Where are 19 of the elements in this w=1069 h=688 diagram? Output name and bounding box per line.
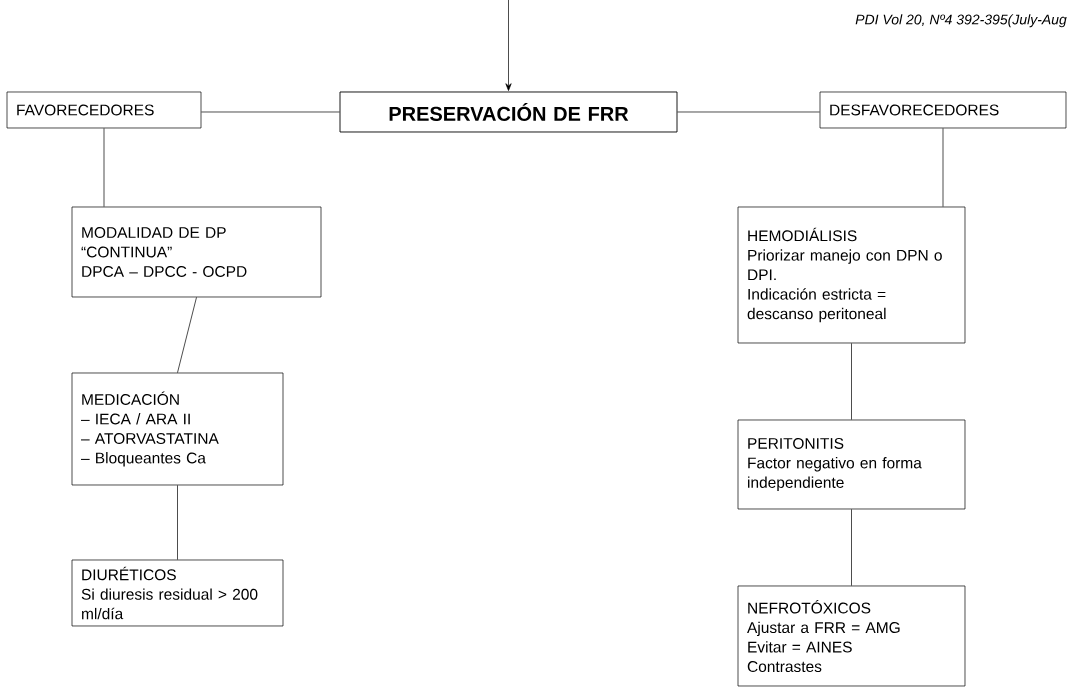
connector <box>851 343 852 420</box>
factor-box: PERITONITIS Factor negativo en forma independiente <box>737 419 966 510</box>
connector <box>851 509 852 586</box>
connector <box>177 485 178 560</box>
connector <box>201 111 340 113</box>
factor-box: NEFROTÓXICOS Ajustar a FRR = AMG Evitar = AINES Contrastes <box>737 585 966 687</box>
factor-box: DIURÉTICOS Si diuresis residual > 200 ml/día <box>71 559 284 627</box>
source-note: PDI Vol 20, Nº4 392-395(July-Aug <box>855 14 1067 28</box>
title-box: PRESERVACIÓN DE FRR <box>339 91 678 133</box>
category-box: DESFAVORECEDORES <box>819 91 1067 129</box>
connector <box>103 128 105 207</box>
connector <box>942 128 944 207</box>
category-box: FAVORECEDORES <box>6 91 202 129</box>
connector <box>505 0 512 91</box>
factor-box: MEDICACIÓN – IECA / ARA II – ATORVASTATINA – Bloqueantes Ca <box>71 372 284 486</box>
factor-box: MODALIDAD DE DP “CONTINUA” DPCA – DPCC - OCPD <box>71 206 322 298</box>
factor-box: HEMODIÁLISIS Priorizar manejo con DPN o DPI. Indicación estricta = descanso peritoneal <box>737 206 966 344</box>
connector <box>677 111 820 113</box>
connector <box>177 297 197 373</box>
